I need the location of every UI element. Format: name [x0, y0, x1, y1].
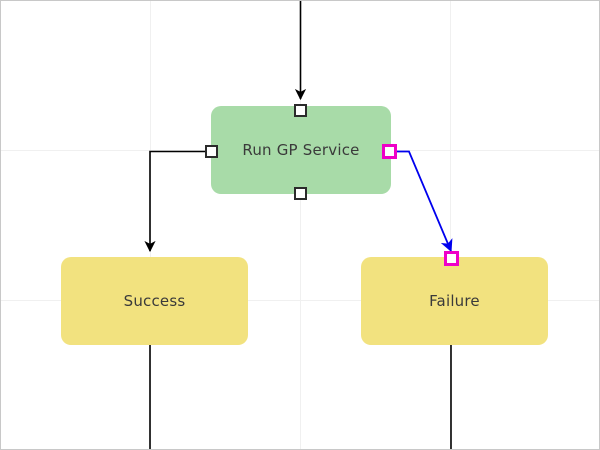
node-failure[interactable]: Failure [361, 257, 548, 345]
node-label-success: Success [123, 292, 186, 310]
edge-service-to-failure[interactable] [393, 150, 453, 253]
port-service-left[interactable] [205, 145, 218, 158]
port-service-top[interactable] [294, 104, 307, 117]
node-label-failure: Failure [429, 292, 480, 310]
port-service-bottom[interactable] [294, 187, 307, 200]
node-label-run-gp-service: Run GP Service [242, 141, 360, 159]
port-service-right-selected[interactable] [382, 144, 397, 159]
node-success[interactable]: Success [61, 257, 248, 345]
edge-service-to-success[interactable] [144, 150, 211, 253]
port-failure-top-selected[interactable] [444, 251, 459, 266]
node-run-gp-service[interactable]: Run GP Service [211, 106, 391, 194]
